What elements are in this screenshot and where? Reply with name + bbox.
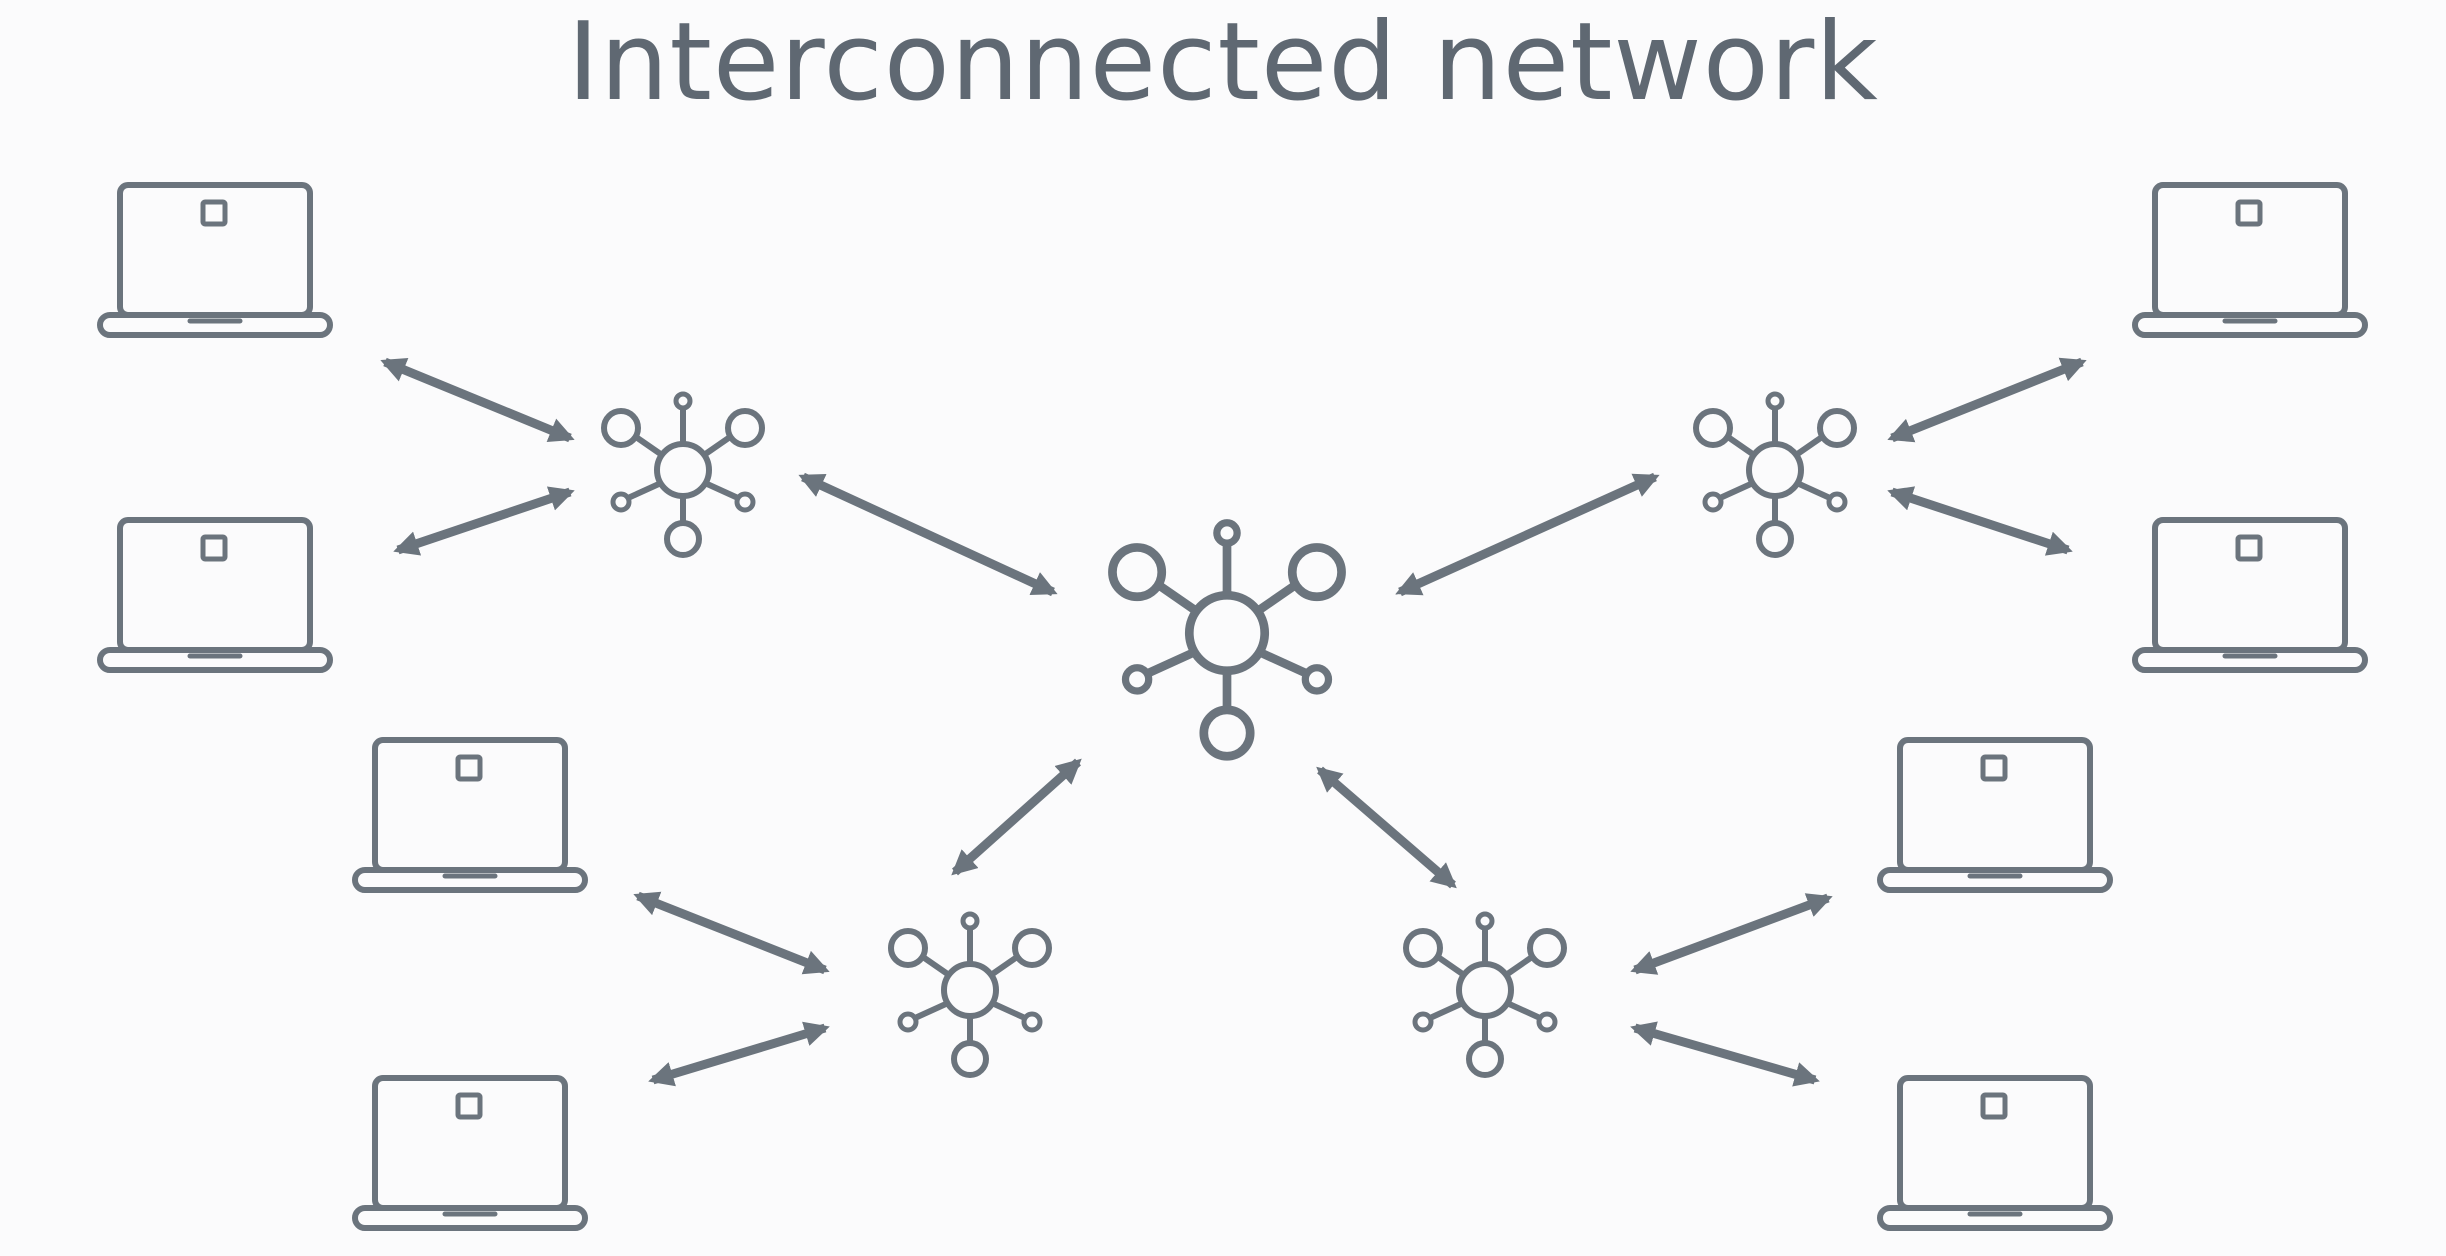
connection-arrow [951, 758, 1082, 876]
connection-arrow [393, 486, 575, 556]
laptop-icon [2135, 185, 2365, 335]
central-hub-icon [1112, 523, 1341, 756]
hub-top-right-icon [1696, 394, 1854, 555]
hub-bottom-left-icon [891, 914, 1049, 1075]
connection-arrow [1316, 766, 1457, 889]
connection-arrow [1630, 1021, 1820, 1087]
connection-arrow [1395, 472, 1660, 597]
connection-arrow [648, 1021, 830, 1087]
connection-arrow [798, 472, 1058, 597]
connection-arrow [1887, 486, 2073, 556]
hub-bottom-right-icon [1406, 914, 1564, 1075]
connection-arrow [380, 357, 575, 443]
connection-arrow [1630, 893, 1833, 975]
laptop-icon [100, 185, 330, 335]
laptop-icon [1880, 740, 2110, 890]
laptop-icon [100, 520, 330, 670]
laptop-icon [355, 1078, 585, 1228]
laptop-icon [2135, 520, 2365, 670]
diagram-title: Interconnected network [567, 0, 1879, 125]
hub-top-left-icon [604, 394, 762, 555]
connection-arrow [633, 891, 830, 975]
laptop-icon [1880, 1078, 2110, 1228]
laptop-icon [355, 740, 585, 890]
connection-arrow [1887, 357, 2087, 443]
